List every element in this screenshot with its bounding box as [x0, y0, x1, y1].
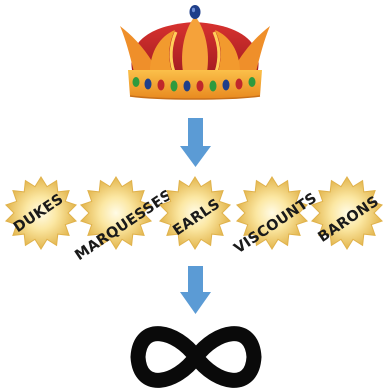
starburst-shape: [158, 176, 232, 250]
arrow-down-icon: [180, 118, 211, 167]
starburst-shape: [4, 176, 78, 250]
rank-badge-viscounts: VISCOUNTS: [231, 176, 320, 257]
crown-icon: [120, 5, 270, 100]
infinity-icon: [130, 326, 262, 388]
rank-badge-dukes: DUKES: [4, 176, 78, 250]
starburst-shape: [79, 176, 153, 250]
rank-badge-earls: EARLS: [158, 176, 232, 250]
starburst-shape: [235, 176, 309, 250]
starburst-shape: [310, 176, 384, 250]
arrow-down-icon: [180, 266, 211, 314]
rank-badge-barons: BARONS: [310, 176, 384, 250]
